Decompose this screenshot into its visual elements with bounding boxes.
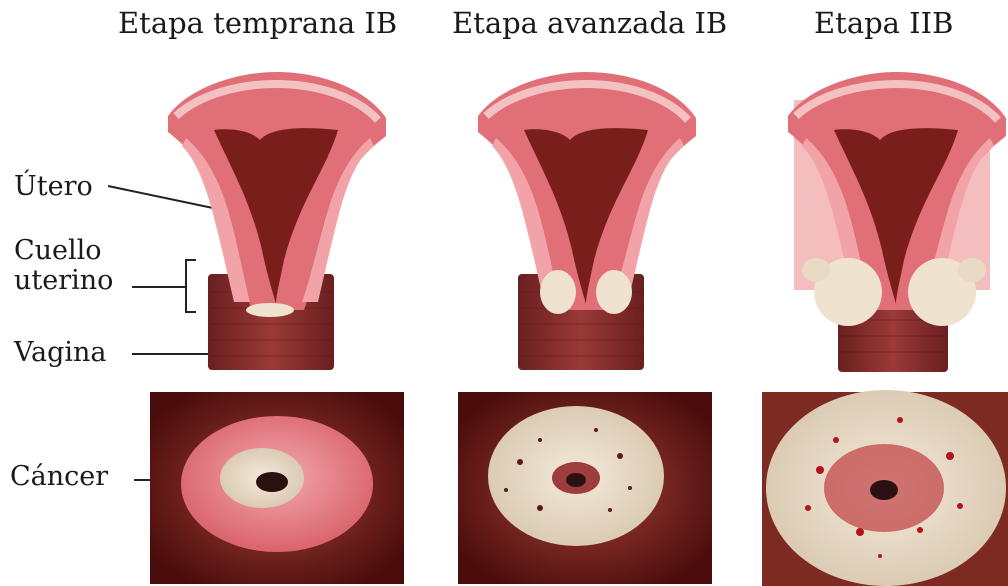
bracket-cuello (186, 260, 196, 312)
tumor-right (596, 270, 632, 314)
uterus-diagram-iib (788, 72, 1006, 372)
tumor-small (246, 303, 294, 317)
cervix-view-early-ib (150, 392, 404, 584)
cervix-view-iib (762, 390, 1008, 586)
cervix-view-advanced-ib (458, 392, 712, 584)
tumor-left (540, 270, 576, 314)
uterus-diagram-advanced-ib (478, 72, 696, 370)
uterus-diagram-early-ib (168, 72, 386, 370)
